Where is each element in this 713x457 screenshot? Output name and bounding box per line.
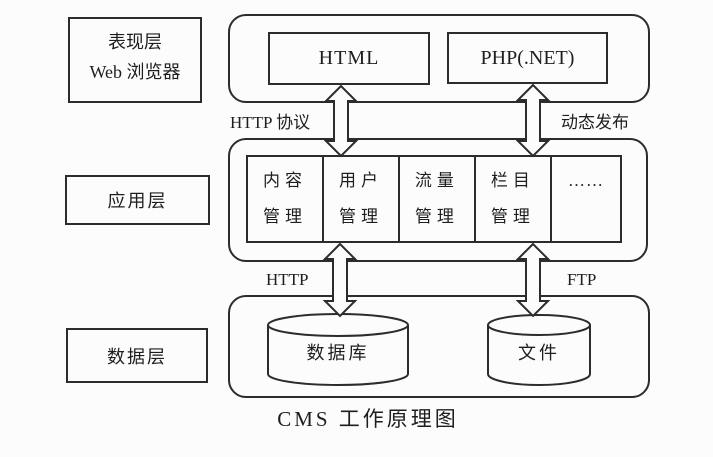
html-node: HTML — [268, 32, 430, 85]
label-ftp: FTP — [567, 270, 597, 289]
presentation-layer-label-line2: Web 浏览器 — [89, 62, 181, 82]
data-layer-label: 数据层 — [107, 346, 167, 367]
presentation-layer-label-line1: 表现层 — [108, 32, 162, 52]
module-line: 管理 — [262, 207, 307, 226]
label-http: HTTP — [266, 270, 309, 289]
module-column-management: 栏目 管理 — [476, 157, 552, 241]
module-line: 管理 — [414, 207, 459, 226]
presentation-layer-label-box: 表现层 Web 浏览器 — [68, 17, 202, 103]
module-line: 用户 — [338, 171, 383, 190]
php-node: PHP(.NET) — [447, 32, 608, 84]
module-line: 管理 — [338, 207, 383, 226]
data-layer-label-box: 数据层 — [66, 328, 208, 383]
module-traffic-management: 流量 管理 — [400, 157, 476, 241]
module-line: 栏目 — [490, 171, 535, 190]
module-line: …… — [567, 171, 604, 190]
application-layer-label: 应用层 — [107, 191, 168, 211]
diagram-caption: CMS 工作原理图 — [277, 407, 459, 431]
application-layer-container — [228, 138, 648, 262]
module-row: 内容 管理 用户 管理 流量 管理 栏目 管理 …… — [246, 155, 622, 243]
file-cylinder-label: 文件 — [518, 343, 560, 363]
module-line: 流量 — [414, 171, 459, 190]
data-layer-container — [228, 295, 650, 398]
html-node-label: HTML — [318, 47, 380, 69]
label-dynamic-publish: 动态发布 — [561, 113, 629, 132]
module-line: 管理 — [490, 207, 535, 226]
module-ellipsis: …… — [552, 157, 620, 241]
module-user-management: 用户 管理 — [324, 157, 400, 241]
database-cylinder-label: 数据库 — [306, 343, 370, 363]
module-content-management: 内容 管理 — [248, 157, 324, 241]
module-line: 内容 — [262, 171, 307, 190]
application-layer-label-box: 应用层 — [65, 175, 210, 225]
label-http-protocol: HTTP 协议 — [230, 113, 311, 132]
php-node-label: PHP(.NET) — [480, 46, 575, 69]
presentation-layer-container — [228, 14, 650, 103]
